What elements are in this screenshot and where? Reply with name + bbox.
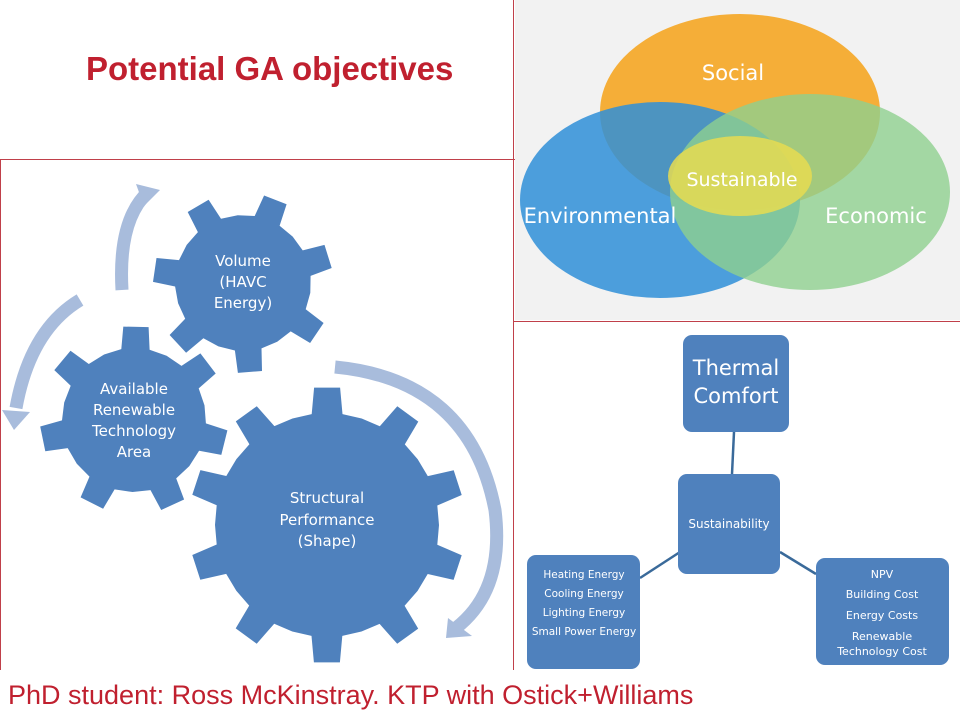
sustainability-box: [678, 474, 780, 574]
gear-structural-shape: [192, 387, 462, 663]
thermal-comfort-box: [683, 335, 789, 432]
divider-vertical-top: [513, 0, 514, 160]
venn-economic-label: Economic: [825, 204, 927, 228]
costs-item-5: Technology Cost: [836, 645, 927, 658]
costs-item-4: Renewable: [852, 630, 912, 643]
venn-environmental-label: Environmental: [524, 204, 677, 228]
hierarchy-diagram: Thermal Comfort Sustainability Heating E…: [527, 335, 949, 669]
venn-social-label: Social: [702, 61, 764, 85]
arrow-left: [9, 294, 84, 410]
venn-sustainable-label: Sustainable: [686, 169, 797, 191]
arrow-heads: [2, 184, 472, 638]
venn-sustainable-center: [668, 136, 812, 216]
divider-horizontal-left: [0, 159, 515, 160]
costs-item-1: NPV: [871, 568, 894, 581]
energy-item-2: Cooling Energy: [544, 588, 623, 600]
arrow-head-left: [2, 410, 30, 430]
sustainability-label: Sustainability: [688, 517, 769, 531]
gear-volume: [153, 195, 332, 373]
gear-renewable-line-3: Technology: [91, 422, 176, 440]
costs-box: [816, 558, 949, 665]
gear-renewable-shape: [40, 326, 228, 510]
arrow-head-top: [136, 184, 160, 206]
gear-volume-line-2: (HAVC: [219, 273, 266, 291]
gear-structural-line-3: (Shape): [298, 532, 357, 550]
slide-footer: PhD student: Ross McKinstray. KTP with O…: [8, 680, 694, 710]
energy-box: [527, 555, 640, 669]
arrow-top: [115, 187, 153, 291]
gear-volume-shape: [153, 195, 332, 373]
costs-item-2: Building Cost: [846, 588, 919, 601]
gear-volume-line-1: Volume: [215, 252, 271, 270]
gear-volume-line-3: Energy): [214, 294, 272, 312]
connector-thermal: [730, 431, 736, 475]
divider-vertical-left: [0, 160, 1, 670]
gear-structural-line-1: Structural: [290, 489, 364, 507]
gear-renewable-line-2: Renewable: [93, 401, 175, 419]
gear-renewable-line-4: Area: [117, 443, 152, 461]
energy-item-4: Small Power Energy: [532, 626, 636, 638]
energy-item-1: Heating Energy: [543, 569, 624, 581]
costs-item-3: Energy Costs: [846, 609, 918, 622]
venn-diagram: Social Environmental Economic Sustainabl…: [515, 0, 960, 320]
arrow-head-right: [446, 618, 472, 638]
gear-structural-line-2: Performance: [279, 511, 374, 529]
gear-renewable-line-1: Available: [100, 380, 168, 398]
divider-vertical-mid: [513, 160, 514, 670]
connector-costs: [779, 550, 817, 576]
arrow-right: [334, 360, 504, 634]
thermal-line-2: Comfort: [693, 384, 778, 408]
gear-renewable: [40, 326, 228, 510]
thermal-line-1: Thermal: [692, 356, 779, 380]
connector-energy: [639, 550, 681, 580]
divider-horizontal-right: [513, 321, 960, 322]
gear-structural: [192, 387, 462, 663]
energy-item-3: Lighting Energy: [543, 607, 626, 619]
slide-title: Potential GA objectives: [86, 50, 454, 87]
